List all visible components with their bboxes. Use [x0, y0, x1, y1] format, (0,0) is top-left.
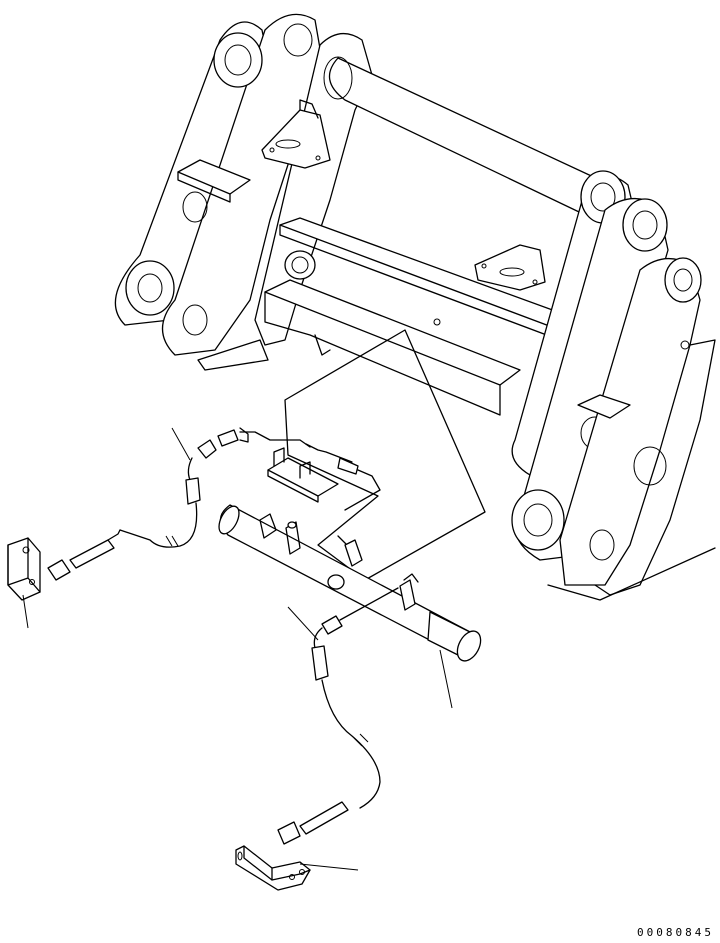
- upper-hose-line: [240, 432, 310, 447]
- upper-hose-elbow: [198, 440, 216, 458]
- frame-rear-crossbar: [178, 160, 250, 194]
- upper-hose-crimp: [186, 478, 200, 504]
- upper-mounting-clamp: [8, 538, 40, 628]
- leader-line-upper-hose: [172, 428, 190, 460]
- frame-top-cross-tube: [329, 58, 610, 222]
- leader-line-lower-clamp: [300, 864, 358, 870]
- upper-hose-nut: [48, 560, 70, 580]
- frame-right-ear-bracket: [475, 245, 545, 290]
- pin-bracket-plate: [268, 448, 338, 502]
- frame-left-hole: [183, 192, 207, 222]
- frame-lower-crossbeam: [265, 280, 520, 385]
- document-code: 00080845: [637, 926, 714, 939]
- lower-hose-crimp: [312, 646, 328, 680]
- frame-right-lower-boss: [512, 490, 564, 550]
- frame-left-lower-boss: [126, 261, 174, 315]
- leader-line-lower-hose: [288, 607, 318, 640]
- frame-left-upper-boss: [214, 33, 262, 87]
- leader-line-cylinder: [440, 650, 452, 708]
- quick-coupler-frame: [115, 14, 715, 600]
- callout-outline: [285, 330, 485, 580]
- lower-hose-nut: [278, 822, 300, 844]
- leader-line-upper-clamp: [23, 595, 28, 628]
- lower-mounting-clamp: [236, 846, 358, 890]
- hydraulic-cylinder: [215, 503, 485, 708]
- lower-hose-line: [322, 680, 380, 808]
- lower-hose-assembly: [172, 428, 398, 844]
- callout-panel: [285, 330, 485, 580]
- upper-hose-assembly: [48, 428, 380, 580]
